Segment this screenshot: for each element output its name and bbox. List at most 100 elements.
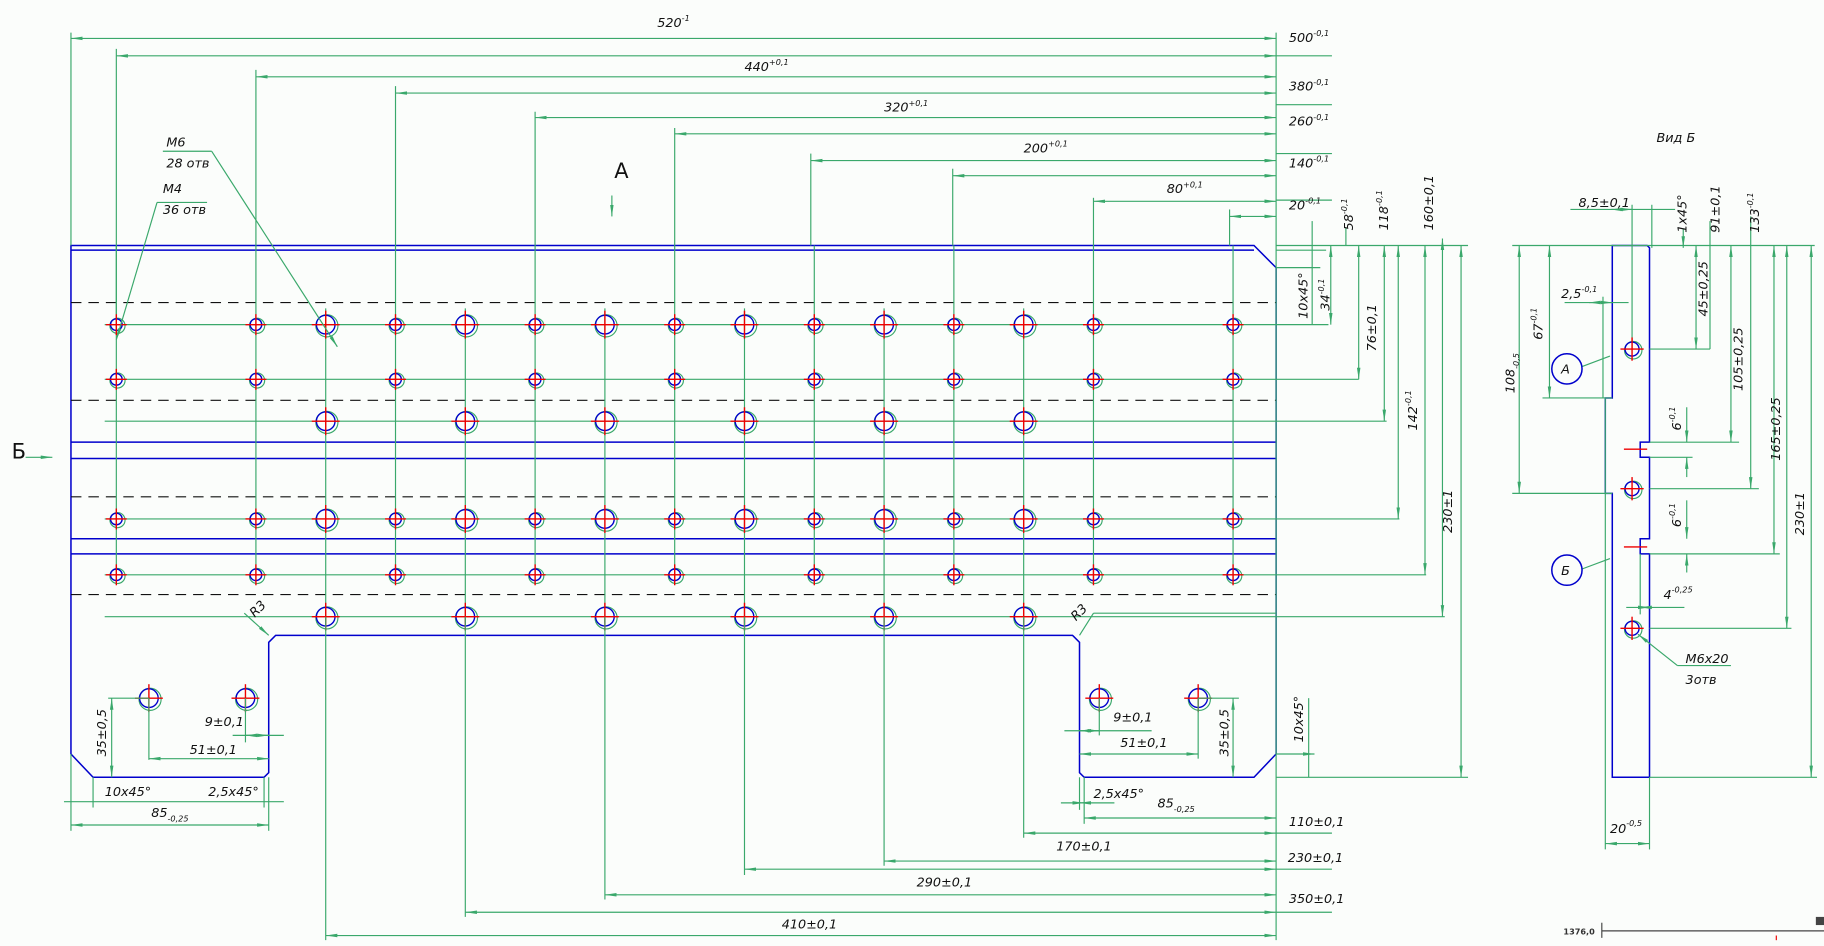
m6x20-label: М6х20 — [1686, 652, 1729, 667]
m4-hole — [524, 368, 546, 390]
view-b-hole — [1620, 477, 1644, 501]
dim-380: 380-0,1 — [1289, 77, 1329, 95]
m6-hole — [311, 407, 340, 436]
m4-hole — [1083, 368, 1104, 390]
dim-2-5: 2,5-0,1 — [1561, 284, 1597, 302]
dim-320: 320+0,1 — [884, 98, 928, 116]
m4-hole — [664, 508, 686, 530]
m4-hole — [385, 564, 406, 586]
right-foot-dimensions — [1060, 612, 1315, 824]
dim-230-bottom: 230±0,1 — [1288, 851, 1343, 866]
m4-hole — [245, 314, 267, 336]
m6-hole — [451, 407, 480, 436]
view-b-hole — [1620, 616, 1644, 640]
dim-76: 76±0,1 — [1365, 304, 1380, 351]
m4-hole — [803, 564, 825, 586]
m4-hole — [1083, 314, 1104, 336]
dim-67: 67-0,1 — [1529, 308, 1547, 340]
bottom-dimensions — [325, 616, 1332, 941]
m6-hole — [311, 310, 340, 339]
right-vertical-dimensions — [1276, 221, 1469, 778]
dim-34: 34-0,1 — [1316, 279, 1334, 311]
dim-4: 4-0,25 — [1663, 584, 1692, 603]
m4-hole — [105, 508, 127, 530]
m4-hole — [524, 508, 546, 530]
coordinate-ruler: 1376,0 — [1563, 916, 1824, 941]
dim-6-a: 6-0,1 — [1667, 407, 1685, 431]
m6-hole — [590, 310, 619, 339]
dim-2-5x45-left: 2,5х45° — [208, 785, 259, 800]
dim-133: 133-0,1 — [1745, 192, 1763, 232]
hole-pattern — [105, 310, 1244, 713]
m4-hole — [105, 564, 127, 586]
m4-hole — [385, 508, 406, 530]
dim-20: 20-0,1 — [1289, 196, 1321, 214]
m4-hole — [664, 368, 686, 390]
m4-hole — [1222, 564, 1244, 586]
m4-hole — [664, 314, 686, 336]
svg-text:А: А — [1560, 363, 1570, 378]
m4-hole — [245, 564, 267, 586]
m6-callout: М6 28 отв — [162, 136, 338, 348]
dim-80: 80+0,1 — [1167, 179, 1203, 197]
m6-hole — [311, 504, 340, 533]
m4-hole — [943, 314, 965, 336]
dim-170: 170±0,1 — [1056, 840, 1111, 855]
svg-text:М4: М4 — [163, 182, 182, 197]
svg-text:Б: Б — [1561, 564, 1570, 579]
svg-text:Б: Б — [12, 439, 26, 463]
view-b: Вид Б — [1512, 131, 1818, 850]
m4-hole — [1083, 564, 1104, 586]
hidden-lines — [70, 301, 1277, 596]
m4-hole — [385, 314, 406, 336]
dim-140: 140-0,1 — [1289, 154, 1329, 172]
top-dimensions — [70, 32, 1332, 941]
dim-51-right: 51±0,1 — [1120, 736, 1167, 751]
dim-410: 410±0,1 — [782, 918, 837, 933]
m6-hole — [730, 407, 759, 436]
dim-58: 58-0,1 — [1339, 198, 1357, 230]
section-a-marker: А — [610, 159, 629, 217]
dim-45: 45±0,25 — [1697, 261, 1712, 316]
m4-hole — [245, 508, 267, 530]
m6-hole — [730, 310, 759, 339]
dim-35-left: 35±0,5 — [95, 709, 110, 756]
dim-105: 105±0,25 — [1732, 327, 1747, 391]
dim-91: 91±0,1 — [1708, 185, 1723, 232]
dim-260: 260-0,1 — [1289, 112, 1329, 130]
dim-51-left: 51±0,1 — [190, 743, 237, 758]
m6-hole — [870, 310, 899, 339]
detail-b-bubble: Б — [1551, 554, 1583, 587]
view-b-marker: Б — [12, 439, 53, 463]
svg-text:36 отв: 36 отв — [163, 203, 206, 218]
view-b-title: Вид Б — [1656, 131, 1695, 146]
dim-290: 290±0,1 — [917, 876, 972, 891]
m4-hole — [943, 564, 965, 586]
plate-outline — [70, 244, 1277, 779]
m4-hole — [943, 508, 965, 530]
left-foot-dimensions — [63, 612, 284, 831]
m6-hole — [870, 407, 899, 436]
m6-hole — [451, 504, 480, 533]
dim-440: 440+0,1 — [744, 57, 788, 75]
dim-85-right: 85-0,25 — [1157, 797, 1194, 815]
dim-8-5: 8,5±0,1 — [1579, 196, 1630, 211]
m6x20-count: 3отв — [1686, 673, 1717, 688]
dim-20: 20-0,5 — [1610, 818, 1642, 837]
dim-85-left: 85-0,25 — [151, 806, 188, 824]
svg-text:А: А — [614, 159, 629, 183]
dim-108: 108-0,5 — [1504, 353, 1522, 393]
r3-left: R3 — [247, 598, 270, 621]
dim-10x45-lower: 10х45° — [1292, 696, 1307, 742]
view-b-holes — [1620, 337, 1644, 640]
m4-hole — [664, 564, 686, 586]
dim-10x45-bottom: 10х45° — [105, 785, 151, 800]
dim-9-left: 9±0,1 — [205, 715, 244, 730]
m4-hole — [803, 508, 825, 530]
m4-hole — [1222, 508, 1244, 530]
svg-text:28 отв: 28 отв — [166, 157, 209, 172]
view-b-hole — [1620, 337, 1644, 361]
m4-hole — [385, 368, 406, 390]
m6-hole — [1009, 310, 1038, 339]
